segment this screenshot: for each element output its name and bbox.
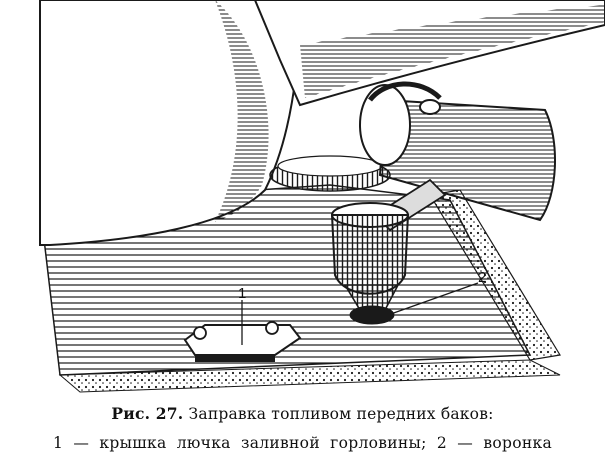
figure-title: Заправка топливом передних баков: — [188, 405, 494, 423]
callout-1-label: 1 — [238, 285, 246, 302]
gun-barrel-shading — [300, 5, 605, 98]
figure-caption-title: Рис. 27. Заправка топливом передних бако… — [0, 404, 605, 423]
turret-shading — [215, 0, 269, 222]
figure-number: Рис. 27. — [111, 404, 184, 423]
callout-2-leader — [387, 282, 479, 316]
deck-edge-bottom — [58, 359, 561, 393]
fuel-canister — [359, 81, 557, 222]
fuel-refilling-illustration: 1 2 — [39, 0, 605, 393]
callout-2-label: 2 — [478, 269, 486, 286]
funnel — [330, 202, 410, 325]
figure-caption-legend: 1 — крышка лючка заливной горловины; 2 —… — [52, 434, 552, 452]
